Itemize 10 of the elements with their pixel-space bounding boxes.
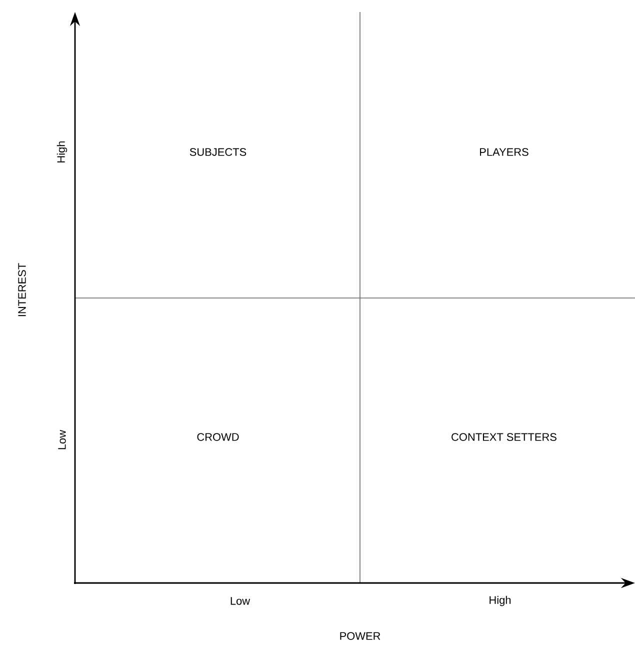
tick-label: High — [490, 596, 511, 606]
quadrant-label: SUBJECTS — [190, 148, 246, 156]
quadrant-label: PLAYERS — [480, 148, 528, 156]
quadrant-label: CONTEXT SETTERS — [452, 433, 556, 441]
axis-title: POWER — [340, 632, 380, 640]
tick-label: Low — [58, 430, 66, 450]
quadrant-label: CROWD — [197, 433, 239, 441]
axis-title: INTEREST — [18, 263, 26, 316]
tick-label: High — [56, 141, 68, 162]
tick-label: Low — [230, 597, 250, 605]
